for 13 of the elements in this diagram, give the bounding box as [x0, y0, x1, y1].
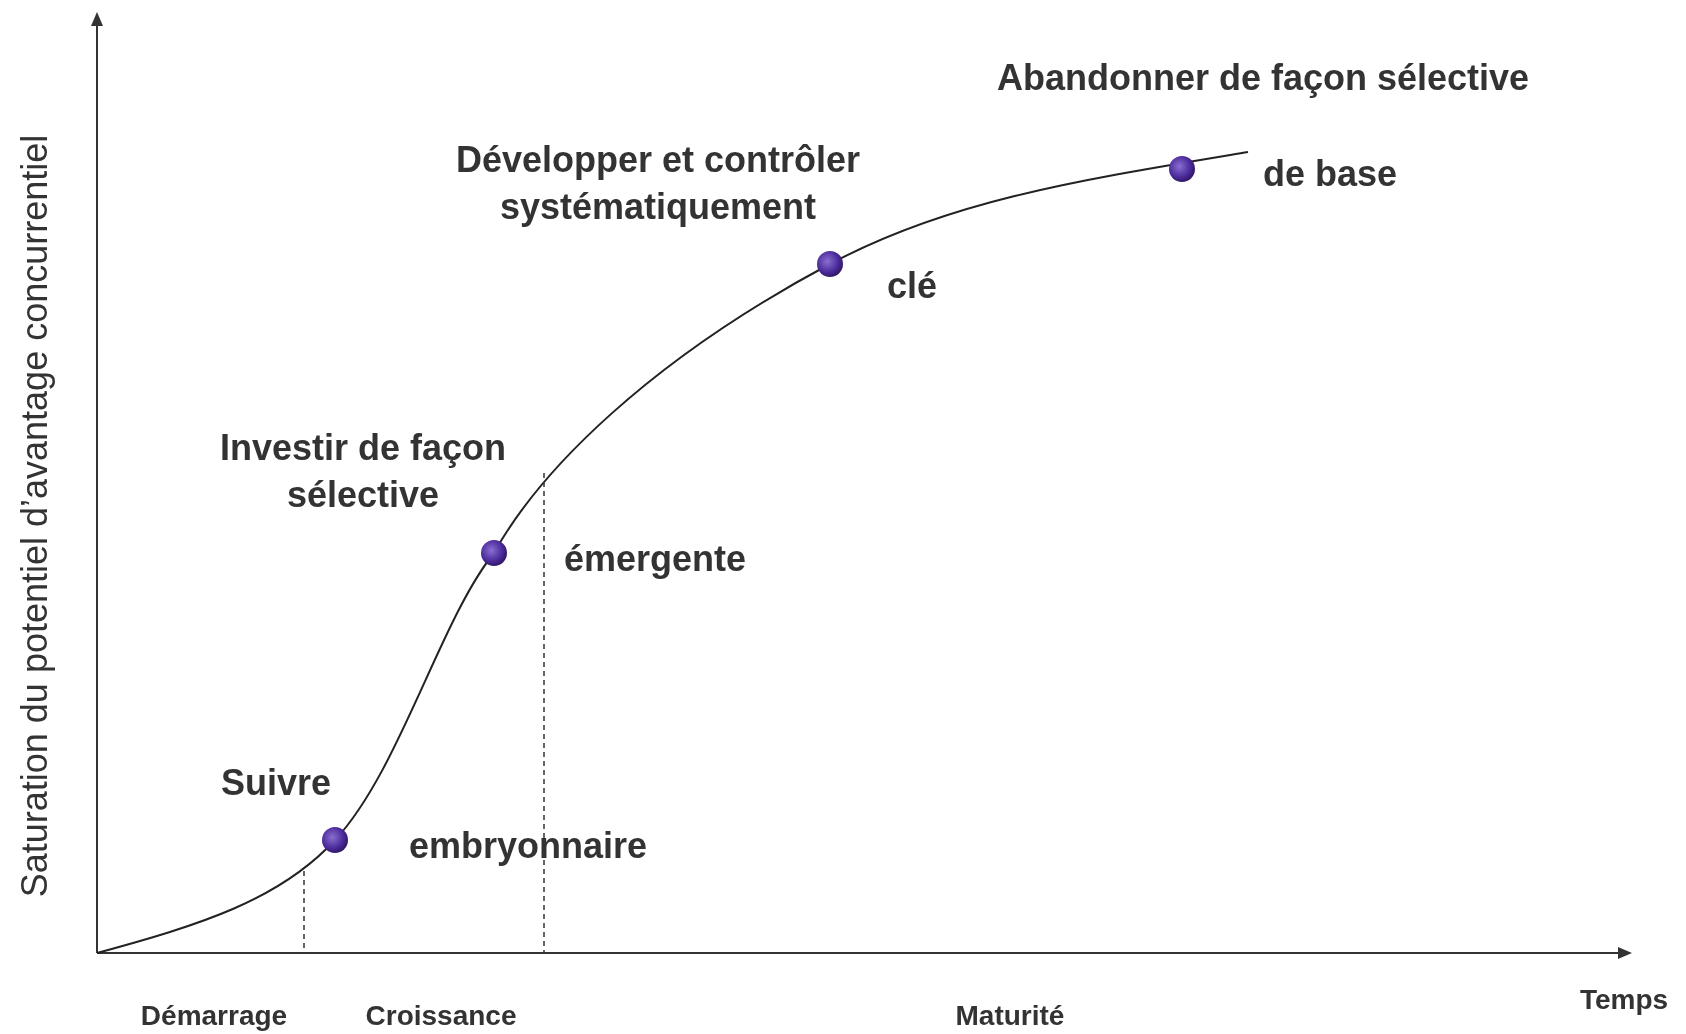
- strategy-label: Abandonner de façon sélective: [996, 56, 1530, 100]
- stage-label: embryonnaire: [408, 824, 648, 868]
- strategy-label: Développer et contrôler systématiquement: [454, 138, 862, 229]
- phase-label: Démarrage: [140, 999, 288, 1033]
- phase-label: Maturité: [955, 999, 1065, 1033]
- stage-label: émergente: [563, 537, 747, 581]
- stage-label: de base: [1262, 152, 1398, 196]
- axis-title: Saturation du potentiel d’avantage concurrentiel: [13, 134, 56, 898]
- stage-label: clé: [887, 264, 937, 308]
- strategy-label: Suivre: [220, 761, 332, 805]
- strategy-label: Investir de façon sélective: [218, 426, 508, 517]
- phase-label: Croissance: [365, 999, 517, 1033]
- axis-title: Temps: [1579, 983, 1669, 1017]
